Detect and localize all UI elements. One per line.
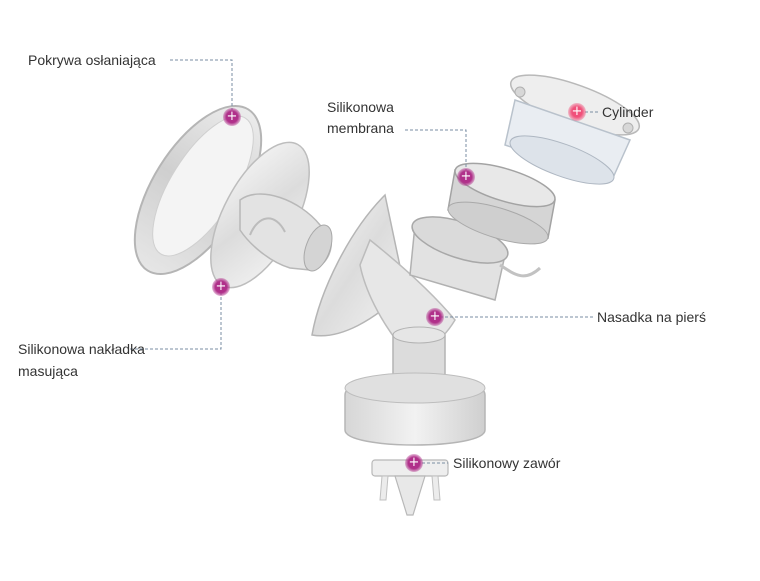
leader-massage — [130, 290, 222, 350]
massage-plus-icon[interactable]: + — [212, 278, 230, 296]
label-cylinder: Cylinder — [602, 104, 654, 120]
cover-plus-icon[interactable]: + — [223, 108, 241, 126]
leader-membrane — [405, 129, 467, 170]
label-cover: Pokrywa osłaniająca — [28, 52, 156, 68]
nasadka-plus-icon[interactable]: + — [426, 308, 444, 326]
label-massage-line1: Silikonowa nakładka — [18, 341, 145, 357]
cylinder-part — [504, 74, 641, 185]
label-valve: Silikonowy zawór — [453, 455, 561, 471]
label-membrane-line2: membrana — [327, 120, 394, 136]
leader-lines — [130, 59, 598, 464]
cover-part — [133, 104, 263, 276]
massage-insert-part — [210, 141, 333, 289]
label-nasadka: Nasadka na pierś — [597, 309, 706, 325]
leader-cover — [170, 59, 233, 110]
base-collar-part — [344, 372, 486, 446]
neck-part — [392, 326, 446, 376]
membrane-plus-icon[interactable]: + — [457, 168, 475, 186]
valve-part — [371, 459, 449, 516]
membrane-part — [447, 162, 556, 245]
label-massage-line2: masująca — [18, 363, 78, 379]
label-membrane-line1: Silikonowa — [327, 99, 394, 115]
valve-plus-icon[interactable]: + — [405, 454, 423, 472]
chamber-part — [409, 216, 542, 301]
cylinder-plus-icon[interactable]: + — [568, 103, 586, 121]
